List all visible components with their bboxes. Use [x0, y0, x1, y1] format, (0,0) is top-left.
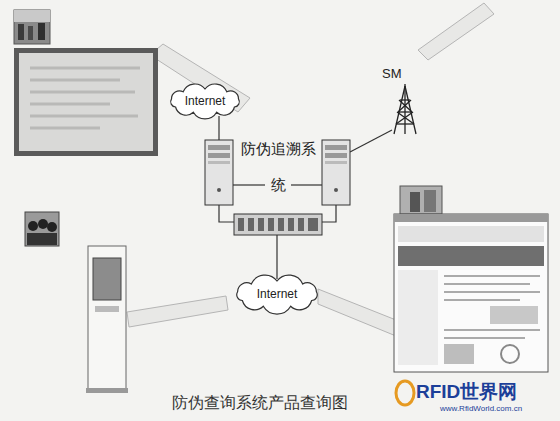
web-screenshot [394, 214, 548, 372]
server-tower [322, 140, 350, 205]
watermark: RFID世界网 [416, 381, 517, 404]
cloud-node: Internet [234, 278, 320, 310]
signal-beam [418, 3, 494, 60]
photo [14, 10, 50, 44]
logo-ring [396, 381, 414, 405]
signal-beam [127, 296, 228, 327]
cloud-label: Internet [234, 287, 320, 301]
query-kiosk [86, 246, 128, 393]
cloud-node: Internet [168, 86, 242, 116]
rack-server [234, 214, 322, 235]
server-tower [205, 140, 233, 205]
photo [400, 186, 442, 214]
watermark-url: www.RfidWorld.com.cn [440, 404, 522, 414]
figure-caption: 防伪查询系统产品查询图 [172, 393, 348, 414]
system-label: 防伪追溯系 统 [238, 131, 318, 203]
antenna-label: SM [382, 66, 402, 82]
monitor-screen [14, 48, 158, 156]
cloud-label: Internet [168, 94, 242, 108]
photo [25, 212, 59, 246]
wire [219, 116, 392, 279]
signal-beam [318, 289, 396, 336]
antenna-tower [394, 84, 416, 134]
